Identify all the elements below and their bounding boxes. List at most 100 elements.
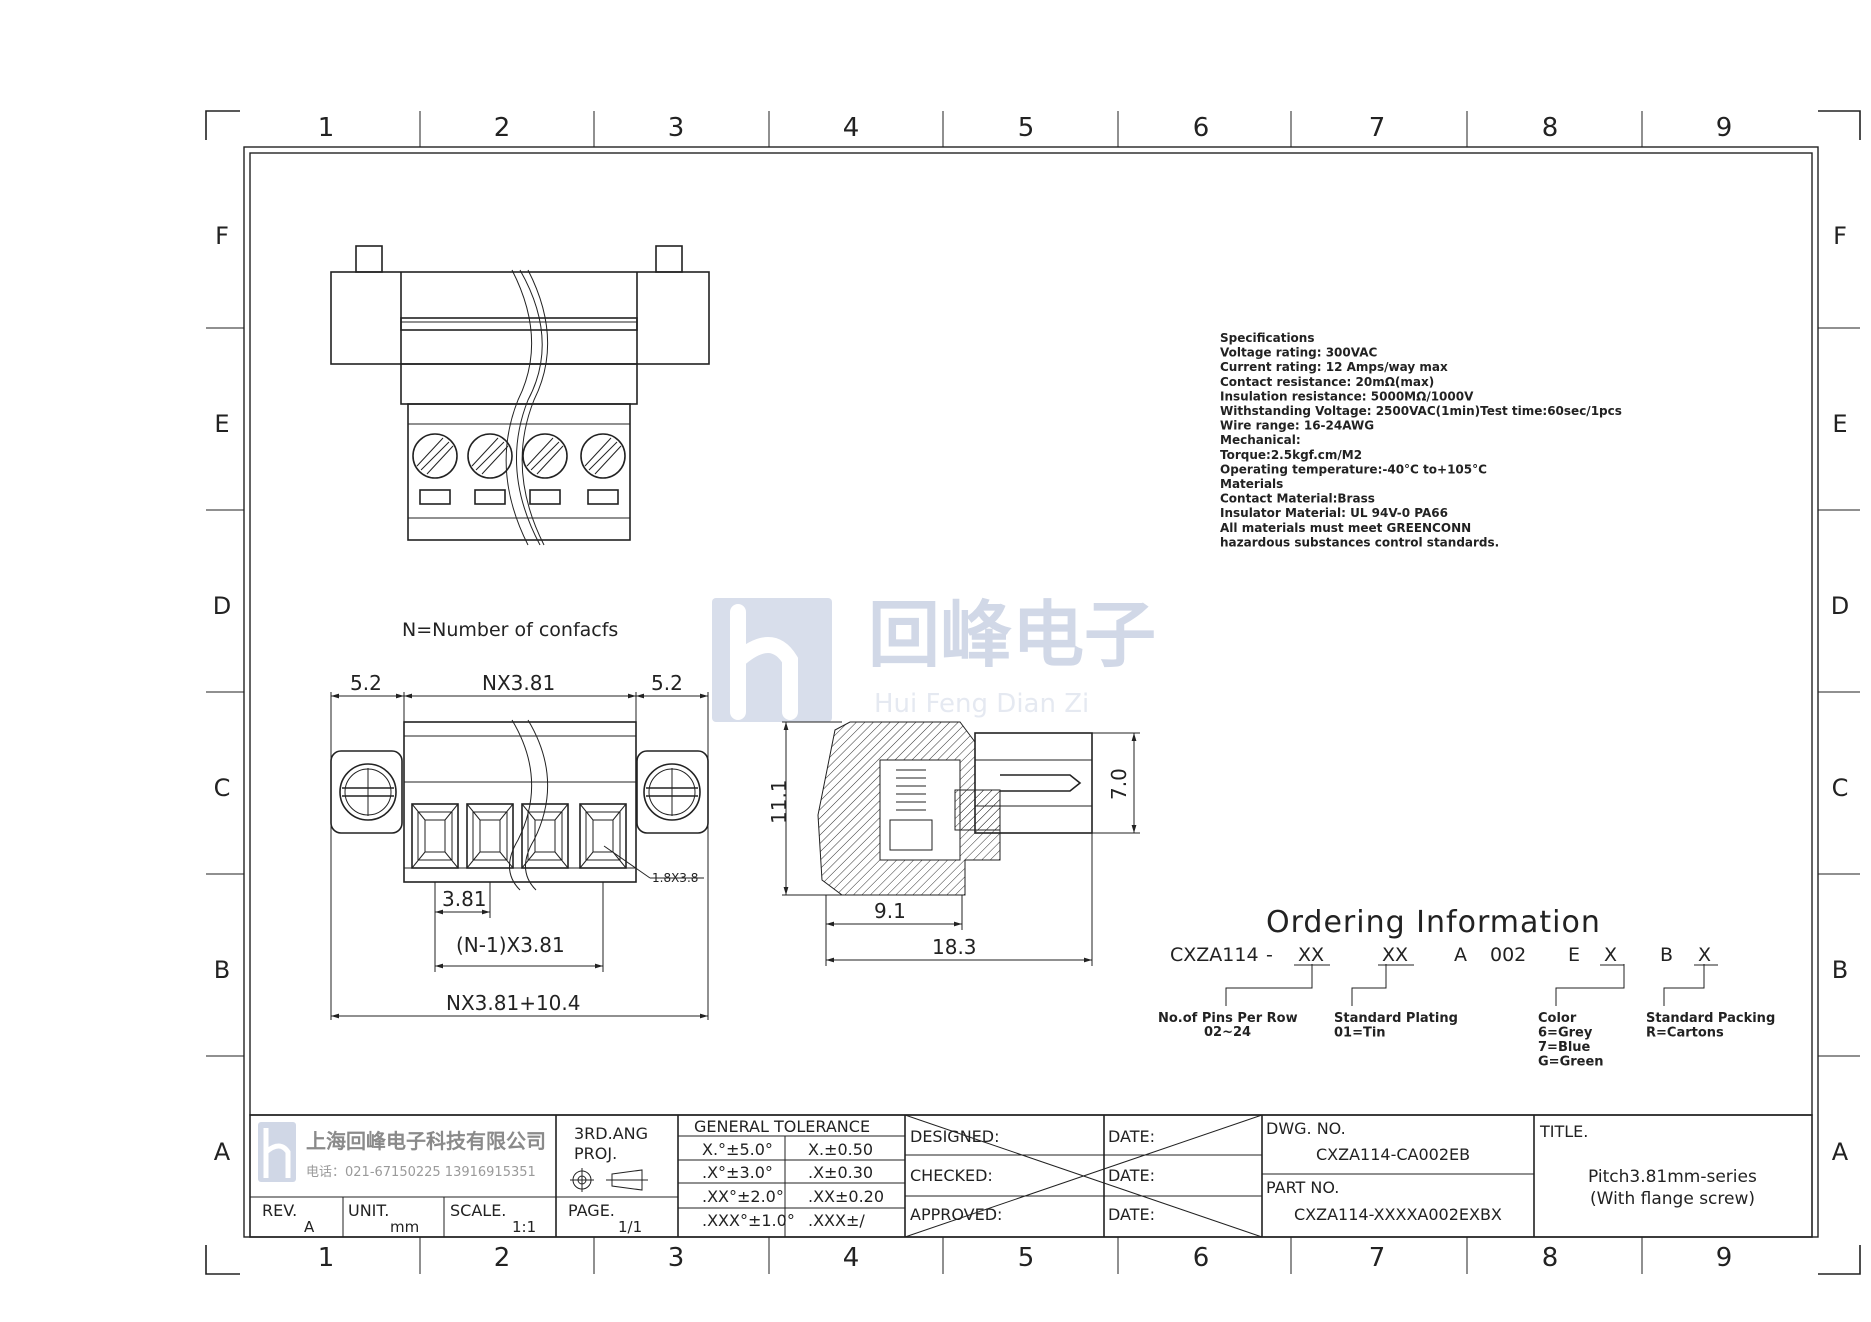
tolerance-angle: .X°±3.0° [702,1163,773,1182]
page-label: PAGE. [568,1201,615,1220]
wire-entry-cell [579,803,627,869]
tolerance-linear: .XX±0.20 [808,1187,884,1206]
row-label-right: C [1832,774,1849,802]
wire-entry-cell [521,803,569,869]
company-logo-icon [258,1122,296,1182]
title-line-1: Pitch3.81mm-series [1588,1167,1757,1187]
ordering-code-part: XX [1298,944,1324,966]
ordering-code-part: 002 [1490,944,1526,966]
watermark: 回峰电子 Hui Feng Dian Zi [712,593,1156,722]
ordering-title: Ordering Information [1266,905,1601,940]
row-label-right: F [1833,222,1847,250]
spec-line: Operating temperature:-40°C to+105°C [1220,462,1487,476]
row-label-left: C [214,774,231,802]
column-label-top: 7 [1369,113,1386,143]
projection-line-1: 3RD.ANG [574,1124,648,1143]
note-number-of-contacts: N=Number of confacfs [402,619,618,641]
column-label-bottom: 3 [668,1243,685,1273]
rev-label: REV. [262,1201,297,1220]
column-label-top: 6 [1193,113,1210,143]
spec-line: Insulator Material: UL 94V-0 PA66 [1220,506,1448,520]
designed-label: DESIGNED: [910,1127,1000,1146]
screw-head-icon [467,433,513,479]
dim-height: 11.1 [767,779,791,824]
dim-left-flange: 5.2 [350,671,382,695]
flange-screw-left-icon [339,763,397,821]
date-label-2: DATE: [1108,1166,1155,1185]
column-label-top: 4 [843,113,860,143]
watermark-logo-icon [712,598,832,722]
rev-value: A [304,1218,315,1236]
column-label-bottom: 7 [1369,1243,1386,1273]
tolerance-linear: .X±0.30 [808,1163,873,1182]
ordering-legend-line: 7=Blue [1538,1040,1591,1055]
column-label-bottom: 5 [1018,1243,1035,1273]
ordering-code-part: A [1454,944,1467,966]
unit-value: mm [390,1218,419,1236]
test-window [419,489,451,505]
tolerance-linear: .XXX±/ [808,1211,865,1230]
approved-label: APPROVED: [910,1205,1002,1224]
spec-line: hazardous substances control standards. [1220,535,1499,549]
clamp-spring-icon [889,769,933,851]
column-label-bottom: 9 [1716,1243,1733,1273]
company-phone: 电话：021-67150225 13916915351 [306,1165,536,1180]
column-label-top: 2 [494,113,511,143]
spec-line: Insulation resistance: 5000MΩ/1000V [1220,389,1474,403]
watermark-pinyin: Hui Feng Dian Zi [874,689,1089,719]
tolerance-angle: .XXX°±1.0° [702,1211,795,1230]
column-label-top: 5 [1018,113,1035,143]
ordering-legend-line: G=Green [1538,1055,1604,1070]
column-label-top: 8 [1542,113,1559,143]
dim-hole: 1.8X3.8 [652,871,698,885]
dim-right-flange: 5.2 [651,671,683,695]
spec-line: Specifications [1220,331,1314,345]
column-ticks-top [419,111,1643,147]
tolerance-angle: X.°±5.0° [702,1140,773,1159]
tolerance-table: X.°±5.0°.X°±3.0°.XX°±2.0°.XXX°±1.0°X.±0.… [702,1140,884,1230]
ordering-legend-line: 01=Tin [1334,1026,1386,1041]
dim-pitch-n1: (N-1)X3.81 [456,933,565,957]
title-line-2: (With flange screw) [1590,1189,1755,1209]
unit-label: UNIT. [348,1201,389,1220]
test-window [529,489,561,505]
page-value: 1/1 [618,1218,642,1236]
row-label-right: E [1832,410,1847,438]
wire-entry-cell [466,803,514,869]
screw-head-icon [412,433,458,479]
third-angle-projection-icon [570,1168,648,1192]
row-label-left: E [214,410,229,438]
ordering-code-part: - [1266,944,1273,966]
dim-pitch: 3.81 [442,887,487,911]
column-label-top: 1 [318,113,335,143]
ordering-legend-line: Standard Packing [1646,1011,1775,1026]
row-label-left: A [214,1138,231,1166]
column-label-bottom: 4 [843,1243,860,1273]
test-window [474,489,506,505]
ordering-code-part: X [1698,944,1711,966]
column-label-bottom: 8 [1542,1243,1559,1273]
dim-overall: NX3.81+10.4 [446,991,580,1015]
checked-label: CHECKED: [910,1166,993,1185]
ordering-legend-line: No.of Pins Per Row [1158,1011,1298,1026]
column-ticks-bottom [419,1237,1643,1274]
row-label-left: F [215,222,229,250]
row-ticks-left [206,327,244,1057]
ordering-code-part: XX [1382,944,1408,966]
date-label-3: DATE: [1108,1205,1155,1224]
row-label-left: B [214,956,230,984]
column-label-bottom: 2 [494,1243,511,1273]
row-label-left: D [213,592,231,620]
screw-head-icon [580,433,626,479]
test-window [587,489,619,505]
scale-label: SCALE. [450,1201,506,1220]
wire-entry-cell [411,803,459,869]
ordering-legend-line: 02~24 [1204,1025,1251,1040]
front-view-drawing [330,719,709,891]
ordering-code-part: X [1604,944,1617,966]
